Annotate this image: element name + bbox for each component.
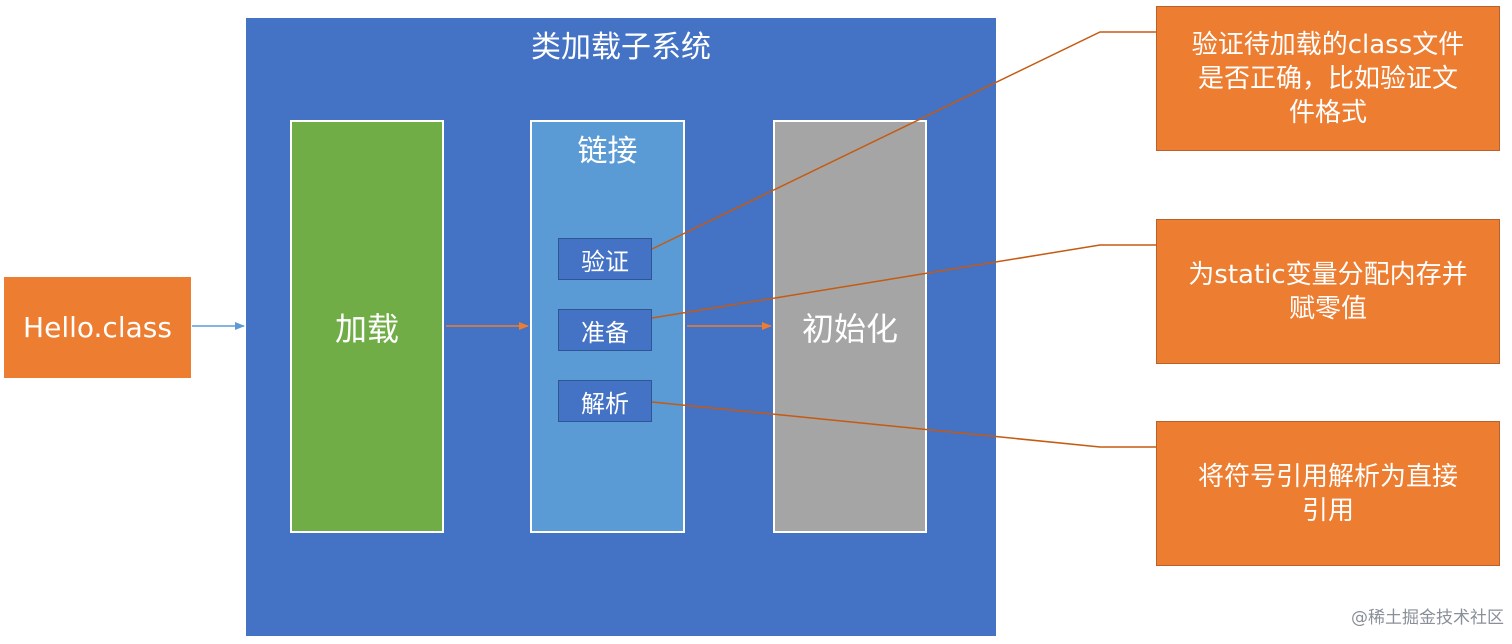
stage-initialization: 初始化 [773, 120, 927, 533]
link-step-prepare: 准备 [558, 309, 652, 351]
note-verify: 验证待加载的class文件 是否正确，比如验证文 件格式 [1156, 6, 1500, 151]
watermark: @稀土掘金技术社区 [1351, 607, 1504, 628]
note-resolve-line-2: 引用 [1301, 495, 1354, 526]
input-class-file: Hello.class [4, 277, 191, 378]
callout-verify-line [651, 31, 1156, 250]
note-prepare-line-1: 为static变量分配内存并 [1188, 259, 1468, 290]
note-verify-line-2: 是否正确，比如验证文 [1197, 63, 1458, 94]
link-step-verify: 验证 [558, 238, 652, 280]
note-resolve: 将符号引用解析为直接 引用 [1156, 421, 1500, 566]
note-prepare-line-2: 赋零值 [1288, 293, 1367, 324]
note-verify-line-1: 验证待加载的class文件 [1191, 29, 1465, 60]
stage-loading: 加载 [290, 120, 444, 533]
stage-linking-title: 链接 [577, 134, 638, 169]
subsystem-title: 类加载子系统 [531, 30, 711, 65]
note-prepare: 为static变量分配内存并 赋零值 [1156, 219, 1500, 364]
note-verify-line-3: 件格式 [1288, 97, 1367, 128]
note-resolve-line-1: 将符号引用解析为直接 [1197, 461, 1458, 492]
link-step-resolve: 解析 [558, 380, 652, 422]
callout-prepare-line [651, 244, 1156, 319]
callout-resolve-line [651, 401, 1156, 448]
